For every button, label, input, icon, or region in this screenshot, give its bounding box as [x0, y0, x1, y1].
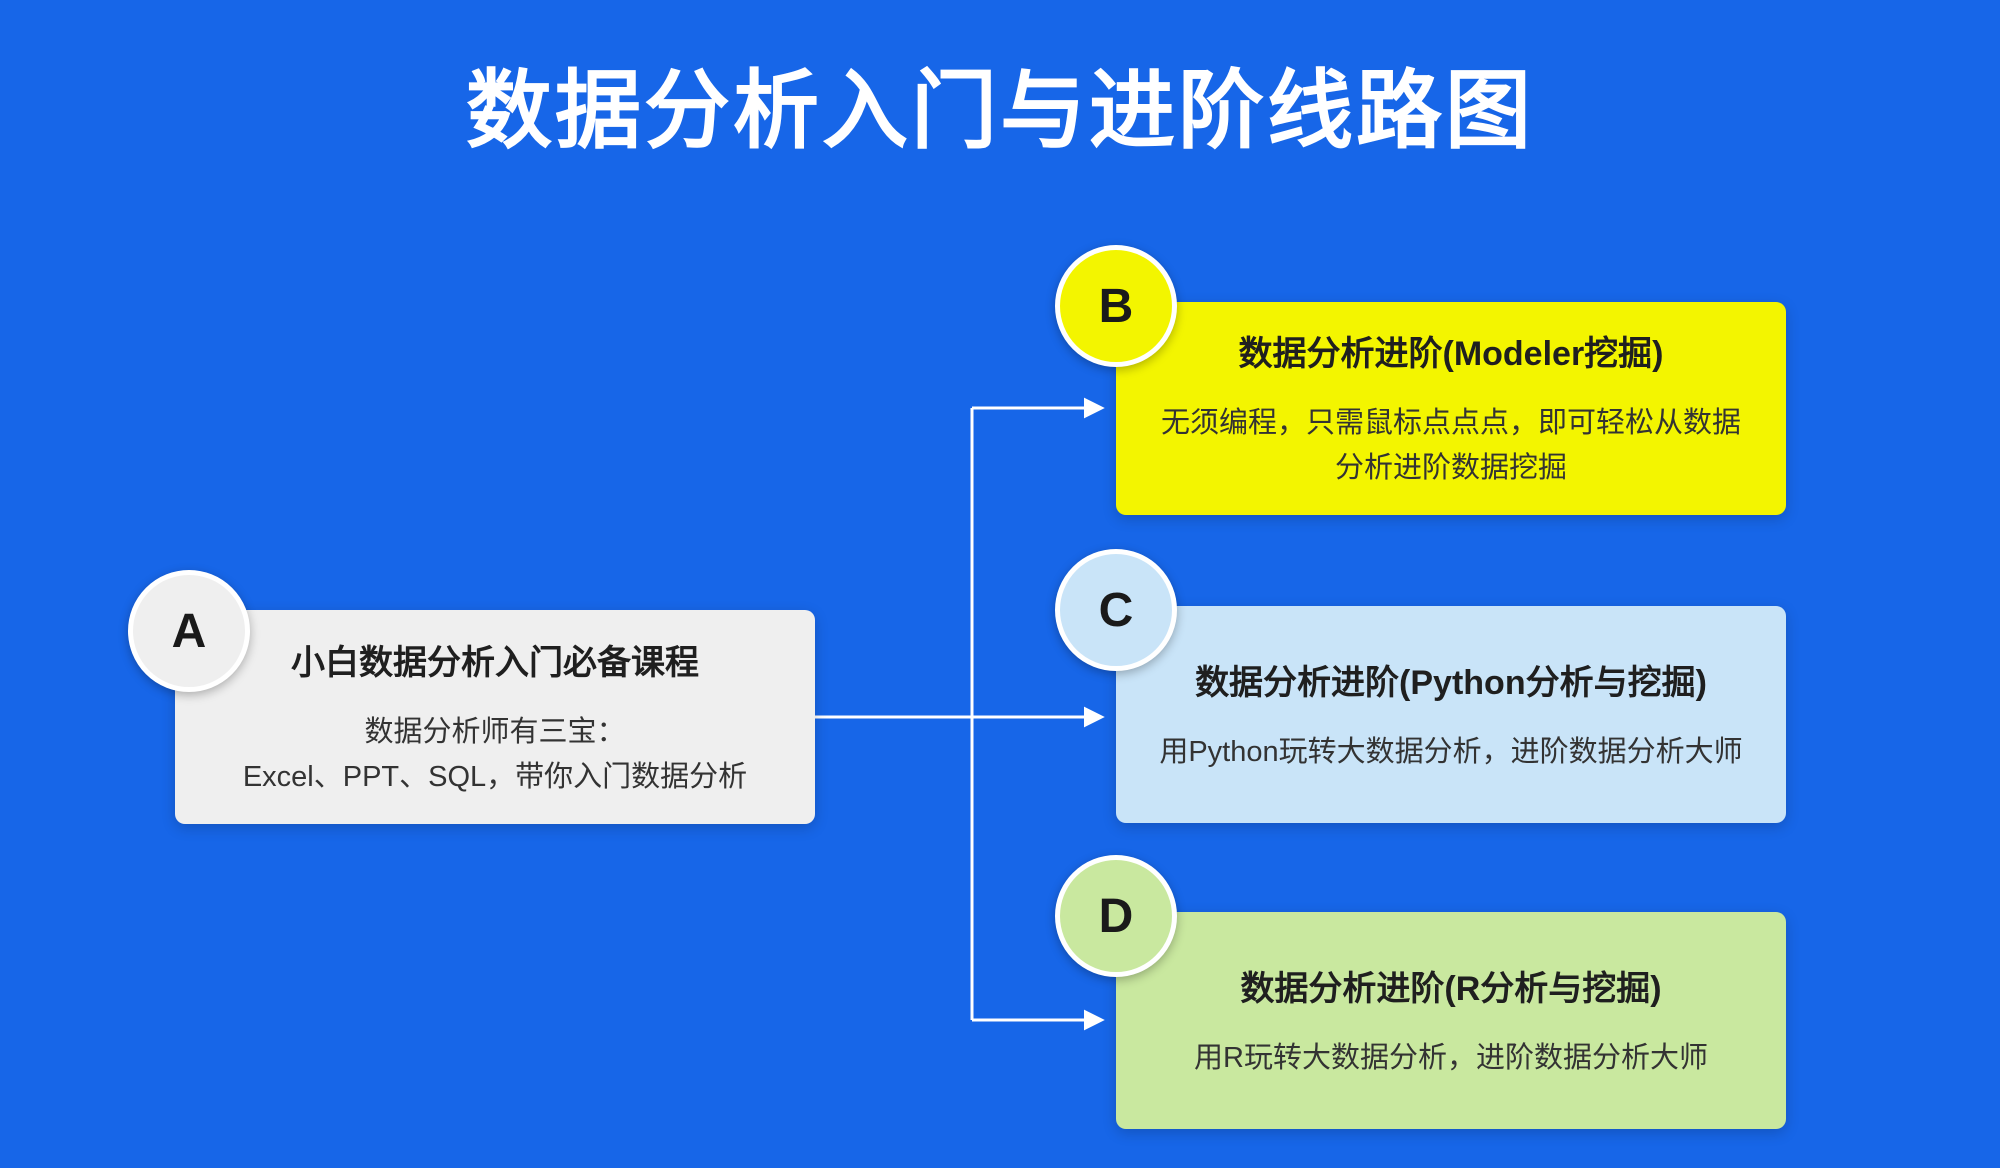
node-b-body: 无须编程，只需鼠标点点点，即可轻松从数据分析进阶数据挖掘: [1160, 407, 1741, 484]
node-c-badge: C: [1055, 549, 1177, 671]
node-d-r-course: 数据分析进阶(R分析与挖掘) 用R玩转大数据分析，进阶数据分析大师: [1116, 912, 1786, 1129]
node-a-title: 小白数据分析入门必备课程: [291, 643, 699, 682]
node-b-title: 数据分析进阶(Modeler挖掘): [1238, 335, 1664, 374]
node-a-badge: A: [128, 570, 250, 692]
node-b-modeler-course: 数据分析进阶(Modeler挖掘) 无须编程，只需鼠标点点点，即可轻松从数据分析…: [1116, 302, 1786, 515]
node-b-badge-letter: B: [1098, 279, 1134, 333]
node-d-title: 数据分析进阶(R分析与挖掘): [1240, 969, 1662, 1008]
node-d-badge-letter: D: [1098, 889, 1134, 943]
node-a-badge-letter: A: [171, 604, 207, 658]
node-c-body: 用Python玩转大数据分析，进阶数据分析大师: [1159, 735, 1743, 768]
node-a-beginner-course: 小白数据分析入门必备课程 数据分析师有三宝： Excel、PPT、SQL，带你入…: [175, 610, 815, 824]
node-c-title: 数据分析进阶(Python分析与挖掘): [1195, 663, 1707, 702]
node-c-badge-letter: C: [1098, 583, 1134, 637]
page-title: 数据分析入门与进阶线路图: [466, 63, 1534, 159]
node-b-badge: B: [1055, 245, 1177, 367]
node-d-body: 用R玩转大数据分析，进阶数据分析大师: [1194, 1041, 1708, 1074]
node-a-body: 数据分析师有三宝： Excel、PPT、SQL，带你入门数据分析: [242, 715, 748, 793]
node-d-badge: D: [1055, 855, 1177, 977]
node-c-python-course: 数据分析进阶(Python分析与挖掘) 用Python玩转大数据分析，进阶数据分…: [1116, 606, 1786, 823]
